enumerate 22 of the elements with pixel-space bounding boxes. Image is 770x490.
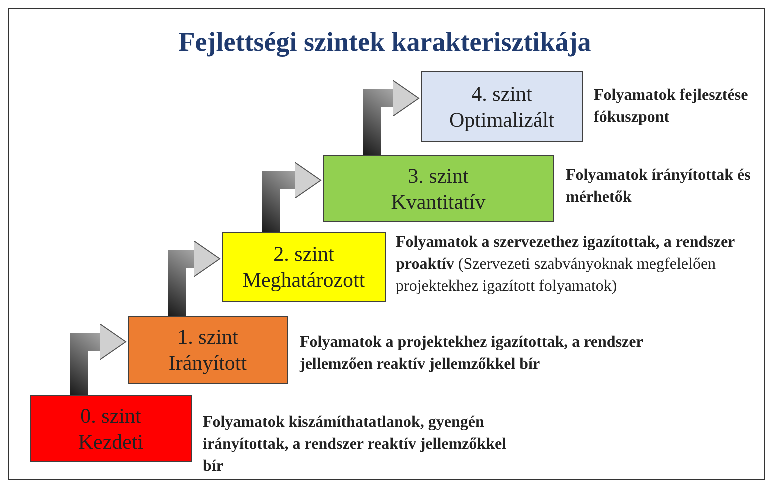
level-description: Folyamatok a projektekhez igazítottak, a rendszer jellemzően reaktív jellemzőkkel bír: [300, 333, 644, 375]
level-box: [128, 316, 288, 384]
level-description: Folyamatok kiszámíthatatlanok, gyengén irányítottak, a rendszer reaktív jellemzőkkel bír: [203, 413, 508, 477]
step-arrow: [363, 80, 420, 155]
level-description: Folyamatok írányítottak és mérhetők: [566, 166, 752, 208]
level-box: [323, 155, 554, 222]
level-number: 2. szint: [274, 241, 334, 267]
level-name: Irányított: [168, 350, 248, 376]
level-description: Folyamatok fejlesztése fókuszpont: [594, 86, 750, 128]
level-box: [421, 71, 583, 142]
level-number: 1. szint: [178, 324, 238, 350]
title: Fejlettségi szintek karakterisztikája: [178, 26, 592, 59]
level-description: Folyamatok a szervezethez igazítottak, a rendszer proaktív (Szervezeti szabványoknak megfelelően projektekhez igazított folyamatok): [396, 233, 736, 297]
level-number: 0. szint: [80, 402, 142, 428]
level-name: Kvantitatív: [391, 188, 486, 214]
level-box: [30, 395, 192, 462]
level-box: [222, 232, 386, 302]
level-name: Kezdeti: [78, 428, 144, 454]
level-number: 3. szint: [408, 162, 469, 188]
level-name: Optimalizált: [450, 106, 554, 132]
level-number: 4. szint: [472, 80, 532, 106]
level-name: Meghatározott: [242, 267, 366, 293]
